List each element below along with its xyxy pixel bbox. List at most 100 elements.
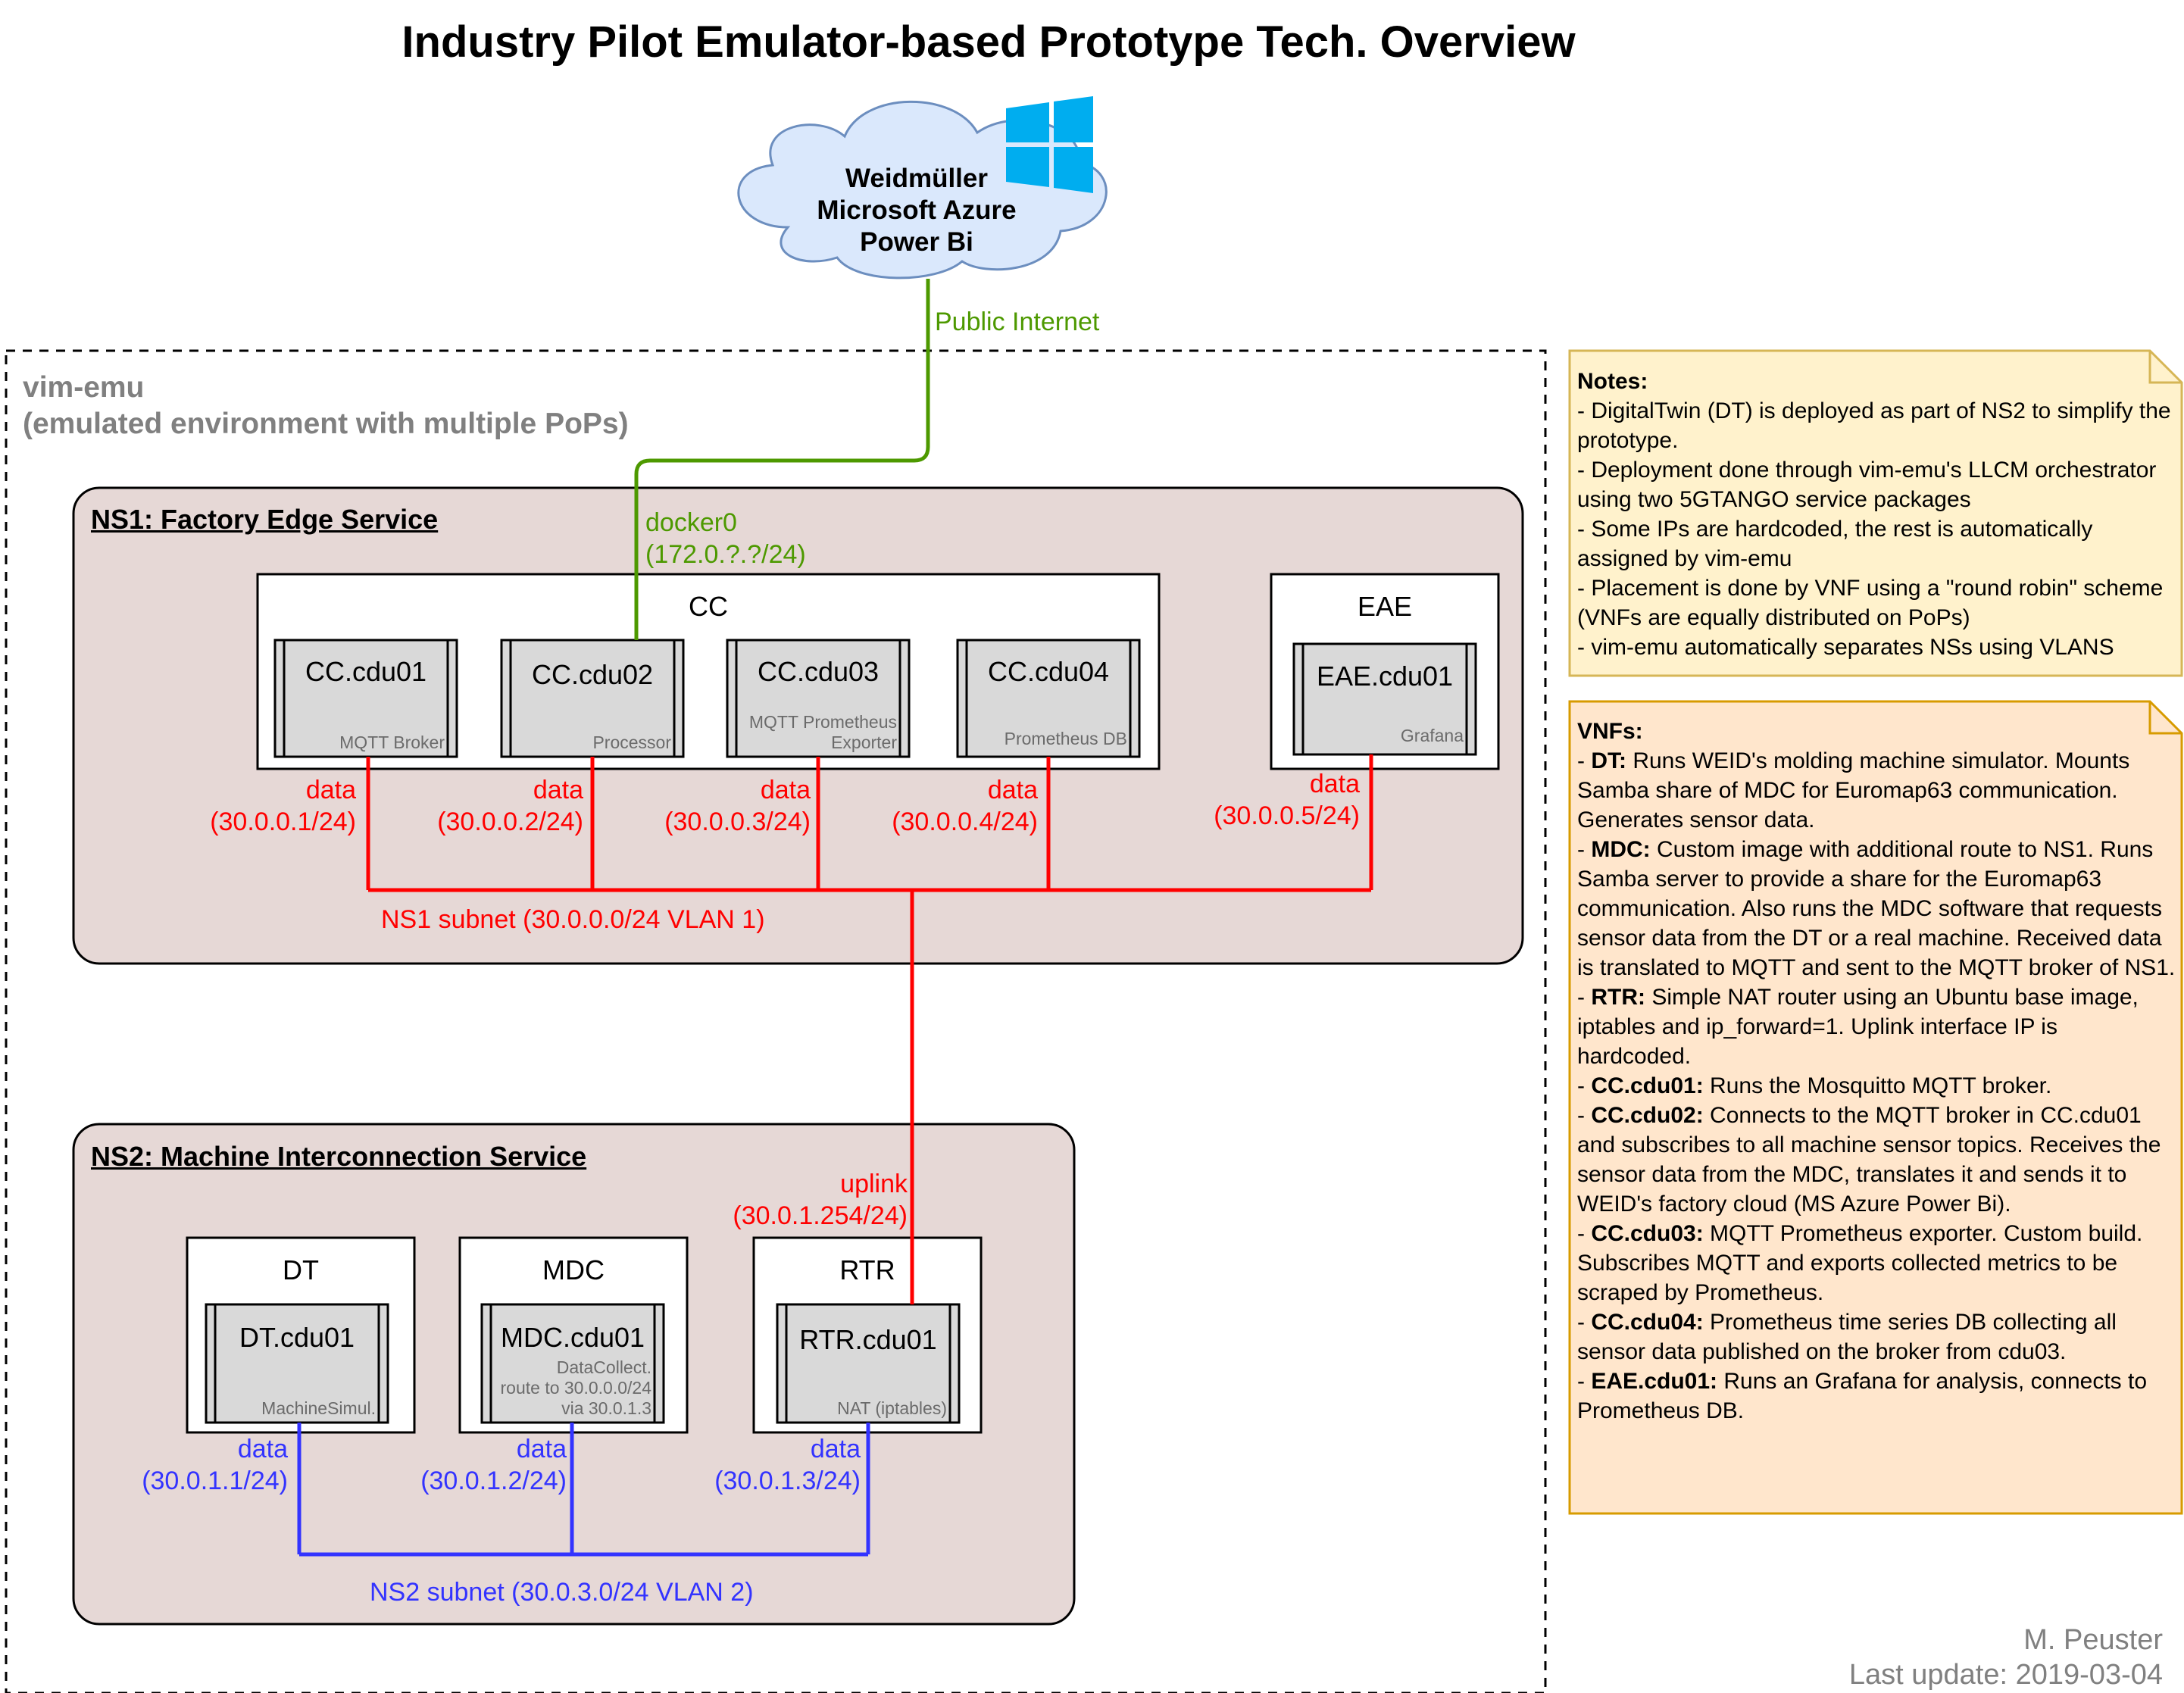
cdu-subtitle: MQTT Broker (339, 732, 445, 752)
cdu-name: CC.cdu01 (305, 656, 427, 687)
vnf-notes-key: EAE.cdu01: (1591, 1369, 1718, 1394)
interface-name: data (760, 776, 811, 804)
cdu-box-cc-cdu04 (956, 639, 1141, 758)
vnf-name-cc: CC (689, 591, 728, 622)
notes-item: - DigitalTwin (DT) is deployed as part o… (1577, 398, 2171, 453)
vnf-notes-desc: Runs the Mosquitto MQTT broker. (1710, 1073, 2052, 1098)
vim-emu-subtitle: (emulated environment with multiple PoPs… (23, 408, 629, 440)
cdu-subtitle: Prometheus DB (1004, 729, 1127, 748)
uplink-ip: (30.0.1.254/24) (733, 1201, 908, 1230)
cdu-subtitle: via 30.0.1.3 (561, 1398, 651, 1418)
uplink-name: uplink (840, 1170, 908, 1198)
cdu-name: DT.cdu01 (239, 1322, 355, 1353)
cdu-subtitle: route to 30.0.0.0/24 (500, 1378, 652, 1398)
vnf-notes-desc: Prometheus time series DB collecting all… (1577, 1310, 2117, 1364)
interface-ip: (30.0.0.2/24) (437, 807, 583, 836)
interface-name: data (237, 1435, 288, 1463)
cdu-box-eae-cdu01 (1292, 642, 1477, 756)
cloud-line: Power Bi (860, 227, 973, 257)
author-block: M. Peuster Last update: 2019-03-04 (1849, 1623, 2163, 1692)
interface-label: data (30.0.1.3/24) (686, 1433, 861, 1497)
ns2-links (297, 1423, 870, 1557)
interface-name: data (533, 776, 583, 804)
interface-ip: (30.0.0.4/24) (892, 807, 1038, 836)
page-title: Industry Pilot Emulator-based Prototype … (401, 17, 1576, 67)
cdu-subtitle: Processor (592, 732, 671, 752)
interface-ip: (30.0.1.2/24) (420, 1467, 567, 1495)
cloud-label: Weidmüller Microsoft Azure Power Bi (765, 163, 1068, 258)
interface-ip: (30.0.1.1/24) (142, 1467, 288, 1495)
interface-name: data (516, 1435, 567, 1463)
cloud-line: Weidmüller (845, 164, 988, 193)
public-internet-link (634, 279, 930, 640)
interface-ip: (30.0.1.3/24) (714, 1467, 861, 1495)
vnf-notes-key: CC.cdu01: (1591, 1073, 1704, 1098)
cloud-line: Microsoft Azure (817, 195, 1017, 225)
vnf-notes-key: MDC: (1591, 837, 1651, 862)
docker0-label: docker0 (172.0.?.?/24) (645, 507, 806, 570)
notes-item: - vim-emu automatically separates NSs us… (1577, 635, 2114, 660)
cdu-subtitle: MachineSimul. (261, 1398, 376, 1418)
interface-ip: (30.0.0.1/24) (210, 807, 356, 836)
ns1-subnet-label: NS1 subnet (30.0.0.0/24 VLAN 1) (381, 905, 765, 934)
cdu-name: RTR.cdu01 (799, 1324, 937, 1355)
vnf-notes-item: - DT: Runs WEID's molding machine simula… (1577, 748, 2130, 832)
cdu-name: CC.cdu04 (987, 656, 1110, 687)
vnf-notes-desc: Runs an Grafana for analysis, connects t… (1577, 1369, 2148, 1423)
vnf-notes-item: - MDC: Custom image with additional rout… (1577, 837, 2176, 980)
interface-label: data (30.0.1.2/24) (392, 1433, 567, 1497)
cdu-box-mdc-cdu01 (480, 1303, 665, 1424)
cdu-name: EAE.cdu01 (1316, 661, 1454, 692)
vnf-name-eae: EAE (1357, 591, 1413, 622)
cdu-box-dt-cdu01 (205, 1303, 389, 1424)
ns2-title: NS2: Machine Interconnection Service (91, 1141, 587, 1172)
interface-name: data (810, 1435, 861, 1463)
ns1-title: NS1: Factory Edge Service (91, 504, 439, 535)
cdu-subtitle: DataCollect. (556, 1357, 651, 1377)
notes-box (1568, 349, 2183, 677)
interface-label: data (30.0.0.4/24) (864, 774, 1038, 838)
cdu-name: CC.cdu03 (757, 656, 880, 687)
notes-item: - Some IPs are hardcoded, the rest is au… (1577, 517, 2093, 571)
vnf-notes-box (1568, 700, 2183, 1515)
docker0-name: docker0 (645, 508, 737, 537)
notes-item: - Placement is done by VNF using a "roun… (1577, 576, 2164, 630)
last-update: Last update: 2019-03-04 (1848, 1659, 2163, 1691)
cdu-name: MDC.cdu01 (500, 1322, 645, 1353)
vnf-notes-text: VNFs: - DT: Runs WEID's molding machine … (1577, 717, 2176, 1426)
vnf-notes-item: - CC.cdu04: Prometheus time series DB co… (1577, 1310, 2117, 1364)
vnf-notes-item: - EAE.cdu01: Runs an Grafana for analysi… (1577, 1369, 2148, 1423)
interface-name: data (1309, 770, 1360, 798)
vnf-name-rtr: RTR (839, 1254, 895, 1285)
vnf-notes-item: - CC.cdu02: Connects to the MQTT broker … (1577, 1103, 2161, 1217)
vim-emu-label: vim-emu (emulated environment with multi… (23, 370, 629, 442)
vnf-notes-desc: MQTT Prometheus exporter. Custom build. … (1577, 1221, 2143, 1305)
cdu-subtitle: Exporter (831, 732, 897, 752)
vnf-notes-key: CC.cdu03: (1591, 1221, 1704, 1246)
notes-text: Notes: - DigitalTwin (DT) is deployed as… (1577, 367, 2176, 662)
vnf-notes-key: DT: (1591, 748, 1626, 773)
cdu-subtitle: NAT (iptables) (837, 1398, 947, 1418)
vnf-notes-item: - CC.cdu01: Runs the Mosquitto MQTT brok… (1577, 1073, 2052, 1098)
interface-name: data (305, 776, 356, 804)
cdu-box-cc-cdu02 (500, 639, 685, 758)
interface-name: data (987, 776, 1038, 804)
vnf-notes-key: CC.cdu02: (1591, 1103, 1704, 1128)
vim-emu-title: vim-emu (23, 371, 145, 404)
interface-label: data (30.0.0.1/24) (182, 774, 356, 838)
vnf-notes-item: - CC.cdu03: MQTT Prometheus exporter. Cu… (1577, 1221, 2143, 1305)
interface-label: data (30.0.1.1/24) (114, 1433, 288, 1497)
vnf-notes-key: RTR: (1591, 985, 1645, 1010)
vnf-notes-item: - RTR: Simple NAT router using an Ubuntu… (1577, 985, 2139, 1069)
vnf-name-dt: DT (283, 1254, 319, 1285)
interface-label: data (30.0.0.3/24) (636, 774, 811, 838)
vnf-notes-desc: Runs WEID's molding machine simulator. M… (1577, 748, 2130, 832)
docker0-subnet: (172.0.?.?/24) (645, 540, 806, 569)
vnf-notes-box-fold (2148, 701, 2182, 735)
interface-ip: (30.0.0.3/24) (664, 807, 811, 836)
interface-ip: (30.0.0.5/24) (1214, 801, 1360, 830)
ns2-subnet-label: NS2 subnet (30.0.3.0/24 VLAN 2) (370, 1578, 754, 1607)
ns1-links (366, 754, 1373, 1304)
vnf-notes-heading: VNFs: (1577, 719, 1643, 744)
